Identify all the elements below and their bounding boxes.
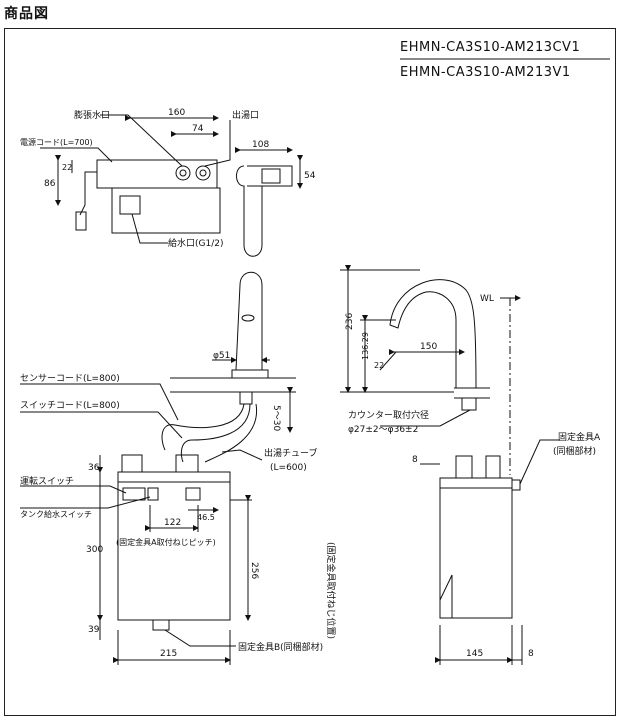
label-outlet-tube: 出湯チューブ: [264, 447, 317, 459]
dim-54: 54: [304, 171, 316, 181]
dim-36: 36: [88, 463, 100, 473]
label-power-cord: 電源コード(L=700): [20, 138, 93, 147]
front-view: [20, 271, 296, 665]
model-number-2: EHMN-CA3S10-AM213V1: [400, 65, 571, 80]
dim-8-side: 8: [412, 455, 418, 465]
bracket-a-shape: [511, 479, 521, 491]
outlet-tube-line: [204, 403, 257, 463]
label-wl: WL: [480, 294, 494, 304]
dim-150: 150: [420, 342, 437, 352]
label-bracket-a-included: (同梱部材): [553, 445, 596, 457]
label-switch-cord: スイッチコード(L=800): [20, 400, 120, 411]
model-number-1: EHMN-CA3S10-AM213CV1: [400, 40, 580, 55]
dim-300: 300: [86, 545, 103, 555]
faucet-plan-neck: [236, 165, 263, 257]
run-switch-box: [122, 487, 146, 501]
bracket-b-shape: [152, 619, 170, 631]
label-counter-hole-diameter: φ27±2～φ36±2: [348, 425, 418, 435]
tank-switch-box: [147, 487, 159, 501]
dim-256: 256: [249, 562, 259, 579]
label-outlet-tube-length: (L=600): [270, 463, 307, 473]
dim-74: 74: [192, 124, 204, 134]
dim-160: 160: [168, 108, 185, 118]
dim-22-side: 22: [374, 361, 384, 370]
label-run-switch: 運転スイッチ: [20, 476, 74, 487]
label-tank-switch: タンク給水スイッチ: [20, 509, 92, 519]
dim-5-30: 5～30: [271, 405, 281, 431]
label-expansion-port: 膨張水口: [74, 109, 110, 121]
header: 商品図: [0, 0, 622, 24]
plan-tank: [111, 187, 221, 234]
front-fitting-left: [121, 454, 143, 473]
inlet-fitting: [119, 195, 141, 215]
plan-view: [40, 114, 303, 257]
dim-46-5: 46.5: [197, 513, 215, 522]
heater-side-body: [439, 477, 513, 619]
label-bracket-b: 固定金具B(同梱部材): [238, 641, 323, 653]
label-inlet: 給水口(G1/2): [168, 237, 223, 249]
sensor-cord-line: [161, 403, 245, 451]
dim-phi51: φ51: [213, 351, 230, 361]
label-bracket-a: 固定金具A: [558, 431, 601, 443]
switch-cord-line: [180, 403, 251, 463]
plan-body: [96, 159, 218, 189]
side-view: [340, 265, 560, 665]
dim-8-bottom: 8: [528, 649, 534, 659]
dim-122: 122: [164, 518, 181, 528]
label-sensor-cord: センサーコード(L=800): [20, 373, 120, 384]
expansion-port-circle: [175, 165, 191, 181]
label-bracket-a-pos: (固定金具取付ねじ位置): [325, 542, 337, 639]
dim-136-29: 136.29: [361, 332, 370, 360]
heater-body: [117, 471, 231, 621]
faucet-side-spout: [389, 279, 477, 389]
dim-145: 145: [466, 649, 483, 659]
power-plug: [75, 211, 87, 231]
label-bracket-a-pitch: (固定金具A取付ねじピッチ): [116, 537, 216, 547]
power-cord-line: [79, 171, 97, 216]
outlet-port-circle: [195, 165, 211, 181]
label-outlet: 出湯口: [232, 109, 259, 121]
page-title: 商品図: [4, 6, 49, 22]
dim-215: 215: [160, 649, 177, 659]
dim-39: 39: [88, 625, 100, 635]
front-fitting-right: [175, 454, 199, 473]
label-counter-hole: カウンター取付穴径: [348, 409, 429, 421]
dim-22: 22: [62, 163, 72, 172]
faucet-plan-head: [247, 165, 293, 187]
faucet-front-spout: [235, 271, 263, 371]
drawing-frame: [4, 28, 616, 716]
dim-108: 108: [252, 140, 269, 150]
dim-86: 86: [44, 179, 56, 189]
dim-236: 236: [345, 313, 355, 330]
